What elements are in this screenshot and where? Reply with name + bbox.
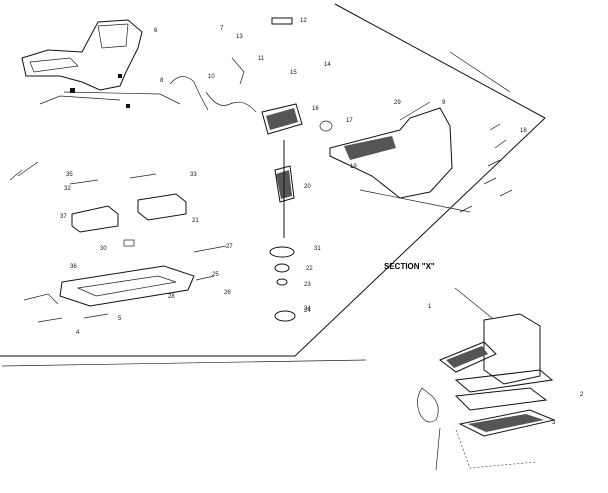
screws-right bbox=[459, 123, 513, 213]
callout-4: 4 bbox=[76, 330, 80, 336]
motor-group bbox=[261, 17, 333, 322]
callout-9: 9 bbox=[442, 100, 446, 106]
pad-clips bbox=[23, 293, 109, 323]
callout-20: 20 bbox=[304, 184, 311, 190]
guide-line-right bbox=[449, 51, 511, 93]
callout-19: 19 bbox=[350, 164, 357, 170]
sander-housing bbox=[21, 19, 181, 108]
callout-33: 33 bbox=[190, 172, 197, 178]
callout-30: 30 bbox=[100, 246, 107, 252]
callout-10: 10 bbox=[208, 74, 215, 80]
cord-parts bbox=[9, 57, 257, 181]
section-leader-line bbox=[454, 287, 493, 319]
callout-23: 23 bbox=[304, 282, 311, 288]
callout-5: 5 bbox=[118, 316, 122, 322]
callout-15: 15 bbox=[290, 70, 297, 76]
callout-2: 2 bbox=[580, 392, 584, 398]
callout-35: 35 bbox=[66, 172, 73, 178]
callout-25: 25 bbox=[212, 272, 219, 278]
callout-18: 18 bbox=[520, 128, 527, 134]
callout-21: 21 bbox=[192, 218, 199, 224]
callout-27: 27 bbox=[226, 244, 233, 250]
brackets-left bbox=[69, 173, 187, 247]
callout-17: 17 bbox=[346, 118, 353, 124]
callout-1: 1 bbox=[428, 304, 432, 310]
section-x-detail bbox=[417, 313, 556, 471]
callout-36: 36 bbox=[70, 264, 77, 270]
section-x-label: SECTION "X" bbox=[384, 262, 435, 271]
callout-12: 12 bbox=[300, 18, 307, 24]
callout-14: 14 bbox=[324, 62, 331, 68]
callout-26: 26 bbox=[224, 290, 231, 296]
callout-34: 34 bbox=[304, 306, 311, 312]
callout-13: 13 bbox=[236, 34, 243, 40]
separator-line bbox=[1, 359, 367, 367]
callout-7: 7 bbox=[220, 26, 224, 32]
callout-3: 3 bbox=[552, 420, 556, 426]
right-housing bbox=[329, 101, 471, 213]
base-plate bbox=[59, 245, 227, 307]
callout-24: 24 bbox=[304, 308, 311, 314]
callout-37: 37 bbox=[60, 214, 67, 220]
callout-6: 6 bbox=[154, 28, 158, 34]
callout-8: 8 bbox=[160, 78, 164, 84]
callout-11: 11 bbox=[258, 56, 265, 62]
callout-31: 31 bbox=[314, 246, 321, 252]
callout-28: 28 bbox=[168, 294, 175, 300]
callout-16: 16 bbox=[312, 106, 319, 112]
callout-29: 29 bbox=[394, 100, 401, 106]
callout-22: 22 bbox=[306, 266, 313, 272]
callout-32: 32 bbox=[64, 186, 71, 192]
main-boundary bbox=[0, 3, 546, 357]
